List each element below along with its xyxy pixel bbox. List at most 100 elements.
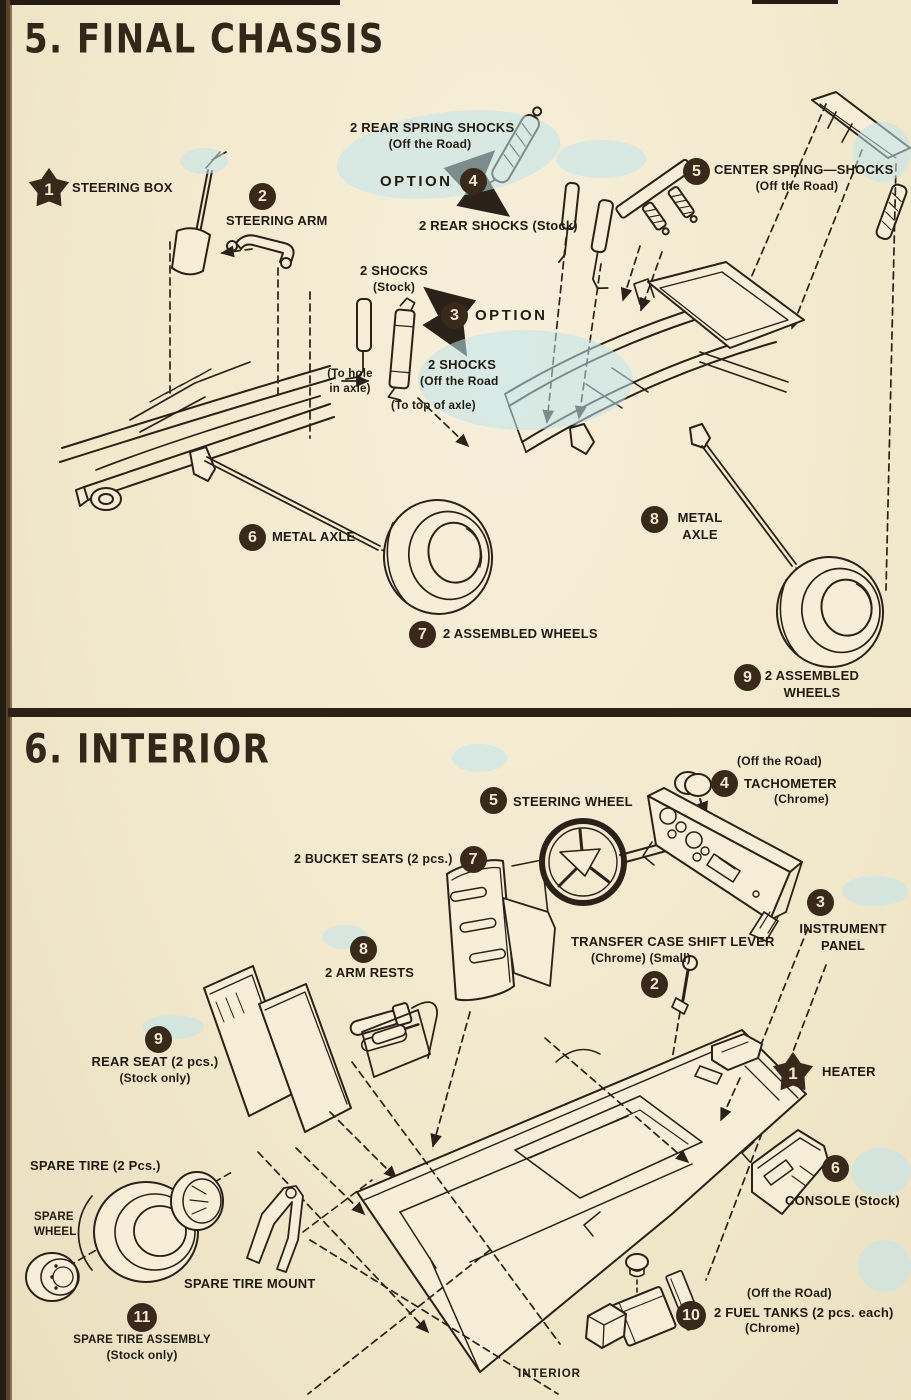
bucket-seat-drawing	[446, 859, 556, 1002]
label-spare-tire: SPARE TIRE (2 Pcs.)	[30, 1158, 161, 1173]
label-spare-tire-mount: SPARE TIRE MOUNT	[184, 1276, 316, 1291]
label-center-spring: CENTER SPRING—SHOCKS (Off the Road)	[714, 162, 894, 193]
badge-option-4: 4	[459, 168, 487, 195]
badge-tachometer: 4	[711, 770, 738, 797]
label-heater: HEATER	[822, 1064, 876, 1079]
section-6-heading: 6. INTERIOR	[24, 726, 271, 774]
label-fuel-tanks-sub: (Chrome)	[745, 1321, 800, 1335]
transfer-lever-drawing	[671, 955, 698, 1015]
label-rear-shocks-stock: 2 REAR SHOCKS (Stock)	[419, 218, 578, 233]
badge-arm-rests: 8	[350, 936, 377, 963]
badge-steering-box: 1	[26, 166, 72, 212]
top-right-dashes	[743, 103, 897, 591]
arm-rests-drawing	[349, 1001, 438, 1059]
label-bucket-seats: 2 BUCKET SEATS (2 pcs.)	[294, 852, 453, 867]
highlight-mark	[556, 140, 646, 178]
bucket-seats-group: 2 BUCKET SEATS (2 pcs.) 7	[294, 846, 487, 873]
label-tachometer-sub: (Chrome)	[774, 792, 829, 806]
label-arm-rests: 2 ARM RESTS	[325, 965, 415, 980]
console-drawing	[751, 1129, 829, 1215]
label-console: CONSOLE (Stock)	[785, 1193, 900, 1208]
rear-seat-drawing	[203, 965, 431, 1133]
instrument-panel-drawing	[642, 787, 803, 942]
spare-tire-assembly-drawing	[25, 1171, 373, 1302]
center-spring-shocks-drawing	[615, 158, 698, 236]
badge-spare-tire-assembly: 11	[127, 1303, 157, 1332]
label-to-top-of-axle: (To top of axle)	[391, 400, 476, 412]
option-4-group: OPTION 4	[380, 168, 487, 195]
scan-top-line	[10, 0, 340, 5]
label-rear-spring-shocks: 2 REAR SPRING SHOCKS (Off the Road)	[350, 120, 515, 151]
badge-console: 6	[822, 1155, 849, 1182]
axle-pointer-dashes	[309, 291, 470, 448]
label-tachometer-pre: (Off the ROad)	[737, 754, 822, 768]
tub-dashes	[257, 1037, 690, 1395]
badge-metal-axle-right: 8	[641, 506, 668, 533]
option-3-group: 3 OPTION	[441, 302, 548, 329]
label-shocks-stock: 2 SHOCKS (Stock)	[359, 263, 429, 294]
label-wheels-left: 2 ASSEMBLED WHEELS	[443, 626, 598, 641]
label-steering-arm: STEERING ARM	[226, 213, 328, 228]
badge-option-3: 3	[441, 302, 468, 329]
label-spare-wheel: SPARE WHEEL	[34, 1211, 77, 1238]
scan-top-line-right	[752, 0, 838, 4]
wheel-left-drawing	[382, 499, 494, 615]
front-chassis-drawing	[59, 361, 336, 511]
section-5-heading: 5. FINAL CHASSIS	[24, 16, 385, 64]
badge-wheels-right: 9	[734, 664, 761, 691]
badge-center-spring: 5	[683, 158, 710, 185]
label-shocks-off-road: 2 SHOCKS (Off the Road	[420, 357, 499, 388]
label-spare-tire-assembly: SPARE TIRE ASSEMBLY (Stock only)	[73, 1334, 211, 1362]
option-4-word: OPTION	[380, 173, 453, 190]
highlight-mark	[418, 330, 633, 430]
fuel-tanks-drawing	[585, 1253, 704, 1349]
label-instrument-panel: INSTRUMENT PANEL	[799, 921, 887, 953]
label-steering-wheel: STEERING WHEEL	[513, 794, 633, 809]
option-3-word: OPTION	[475, 307, 548, 324]
badge-steering-wheel: 5	[480, 787, 507, 814]
rear-shocks-stock-drawing	[558, 181, 614, 290]
heater-drawing	[694, 1033, 763, 1085]
badge-fuel-tanks: 10	[676, 1301, 706, 1330]
label-interior-caption: INTERIOR	[518, 1368, 581, 1380]
label-transfer-case: TRANSFER CASE SHIFT LEVER	[571, 934, 775, 949]
badge-wheels-left: 7	[409, 621, 436, 648]
steering-dashed-lines	[169, 241, 279, 399]
badge-bucket-seats: 7	[459, 846, 487, 873]
section-divider	[8, 708, 911, 717]
highlight-mark	[853, 122, 911, 182]
badge-steering-arm: 2	[249, 183, 276, 210]
highlight-mark	[851, 1148, 911, 1196]
metal-axle-right-drawing	[701, 443, 797, 567]
label-metal-axle-left: METAL AXLE	[272, 529, 356, 544]
tachometer-drawing	[674, 771, 712, 818]
rear-seat-dashes	[295, 1111, 398, 1216]
highlight-mark	[180, 148, 228, 174]
label-tachometer: TACHOMETER	[744, 776, 837, 791]
label-wheels-right: 2 ASSEMBLED WHEELS	[764, 668, 860, 700]
label-steering-box: STEERING BOX	[72, 180, 173, 195]
metal-axle-left-drawing	[204, 456, 381, 551]
highlight-mark	[858, 1240, 911, 1292]
steering-arm-drawing	[226, 234, 295, 269]
label-fuel-tanks: 2 FUEL TANKS (2 pcs. each)	[714, 1305, 894, 1320]
label-to-hole-in-axle: (To hole in axle)	[327, 368, 373, 395]
highlight-mark	[452, 744, 507, 772]
badge-rear-seat: 9	[145, 1026, 172, 1053]
highlight-mark	[842, 876, 908, 906]
center-spring-dashes	[620, 245, 663, 312]
label-rear-seat: REAR SEAT (2 pcs.) (Stock only)	[91, 1054, 219, 1085]
label-metal-axle-right: METAL AXLE	[677, 510, 723, 542]
shocks-stock-drawing	[345, 298, 372, 380]
shocks-offroad-drawing	[387, 297, 416, 401]
badge-metal-axle-left: 6	[239, 524, 266, 551]
steering-box-drawing	[171, 151, 227, 276]
badge-transfer-case: 2	[641, 971, 668, 998]
badge-instrument-panel: 3	[807, 889, 834, 916]
badge-heater: 1	[770, 1050, 816, 1096]
interior-tub-drawing	[356, 1029, 807, 1373]
scan-edge	[0, 0, 12, 1400]
wheel-right-drawing	[775, 556, 885, 668]
